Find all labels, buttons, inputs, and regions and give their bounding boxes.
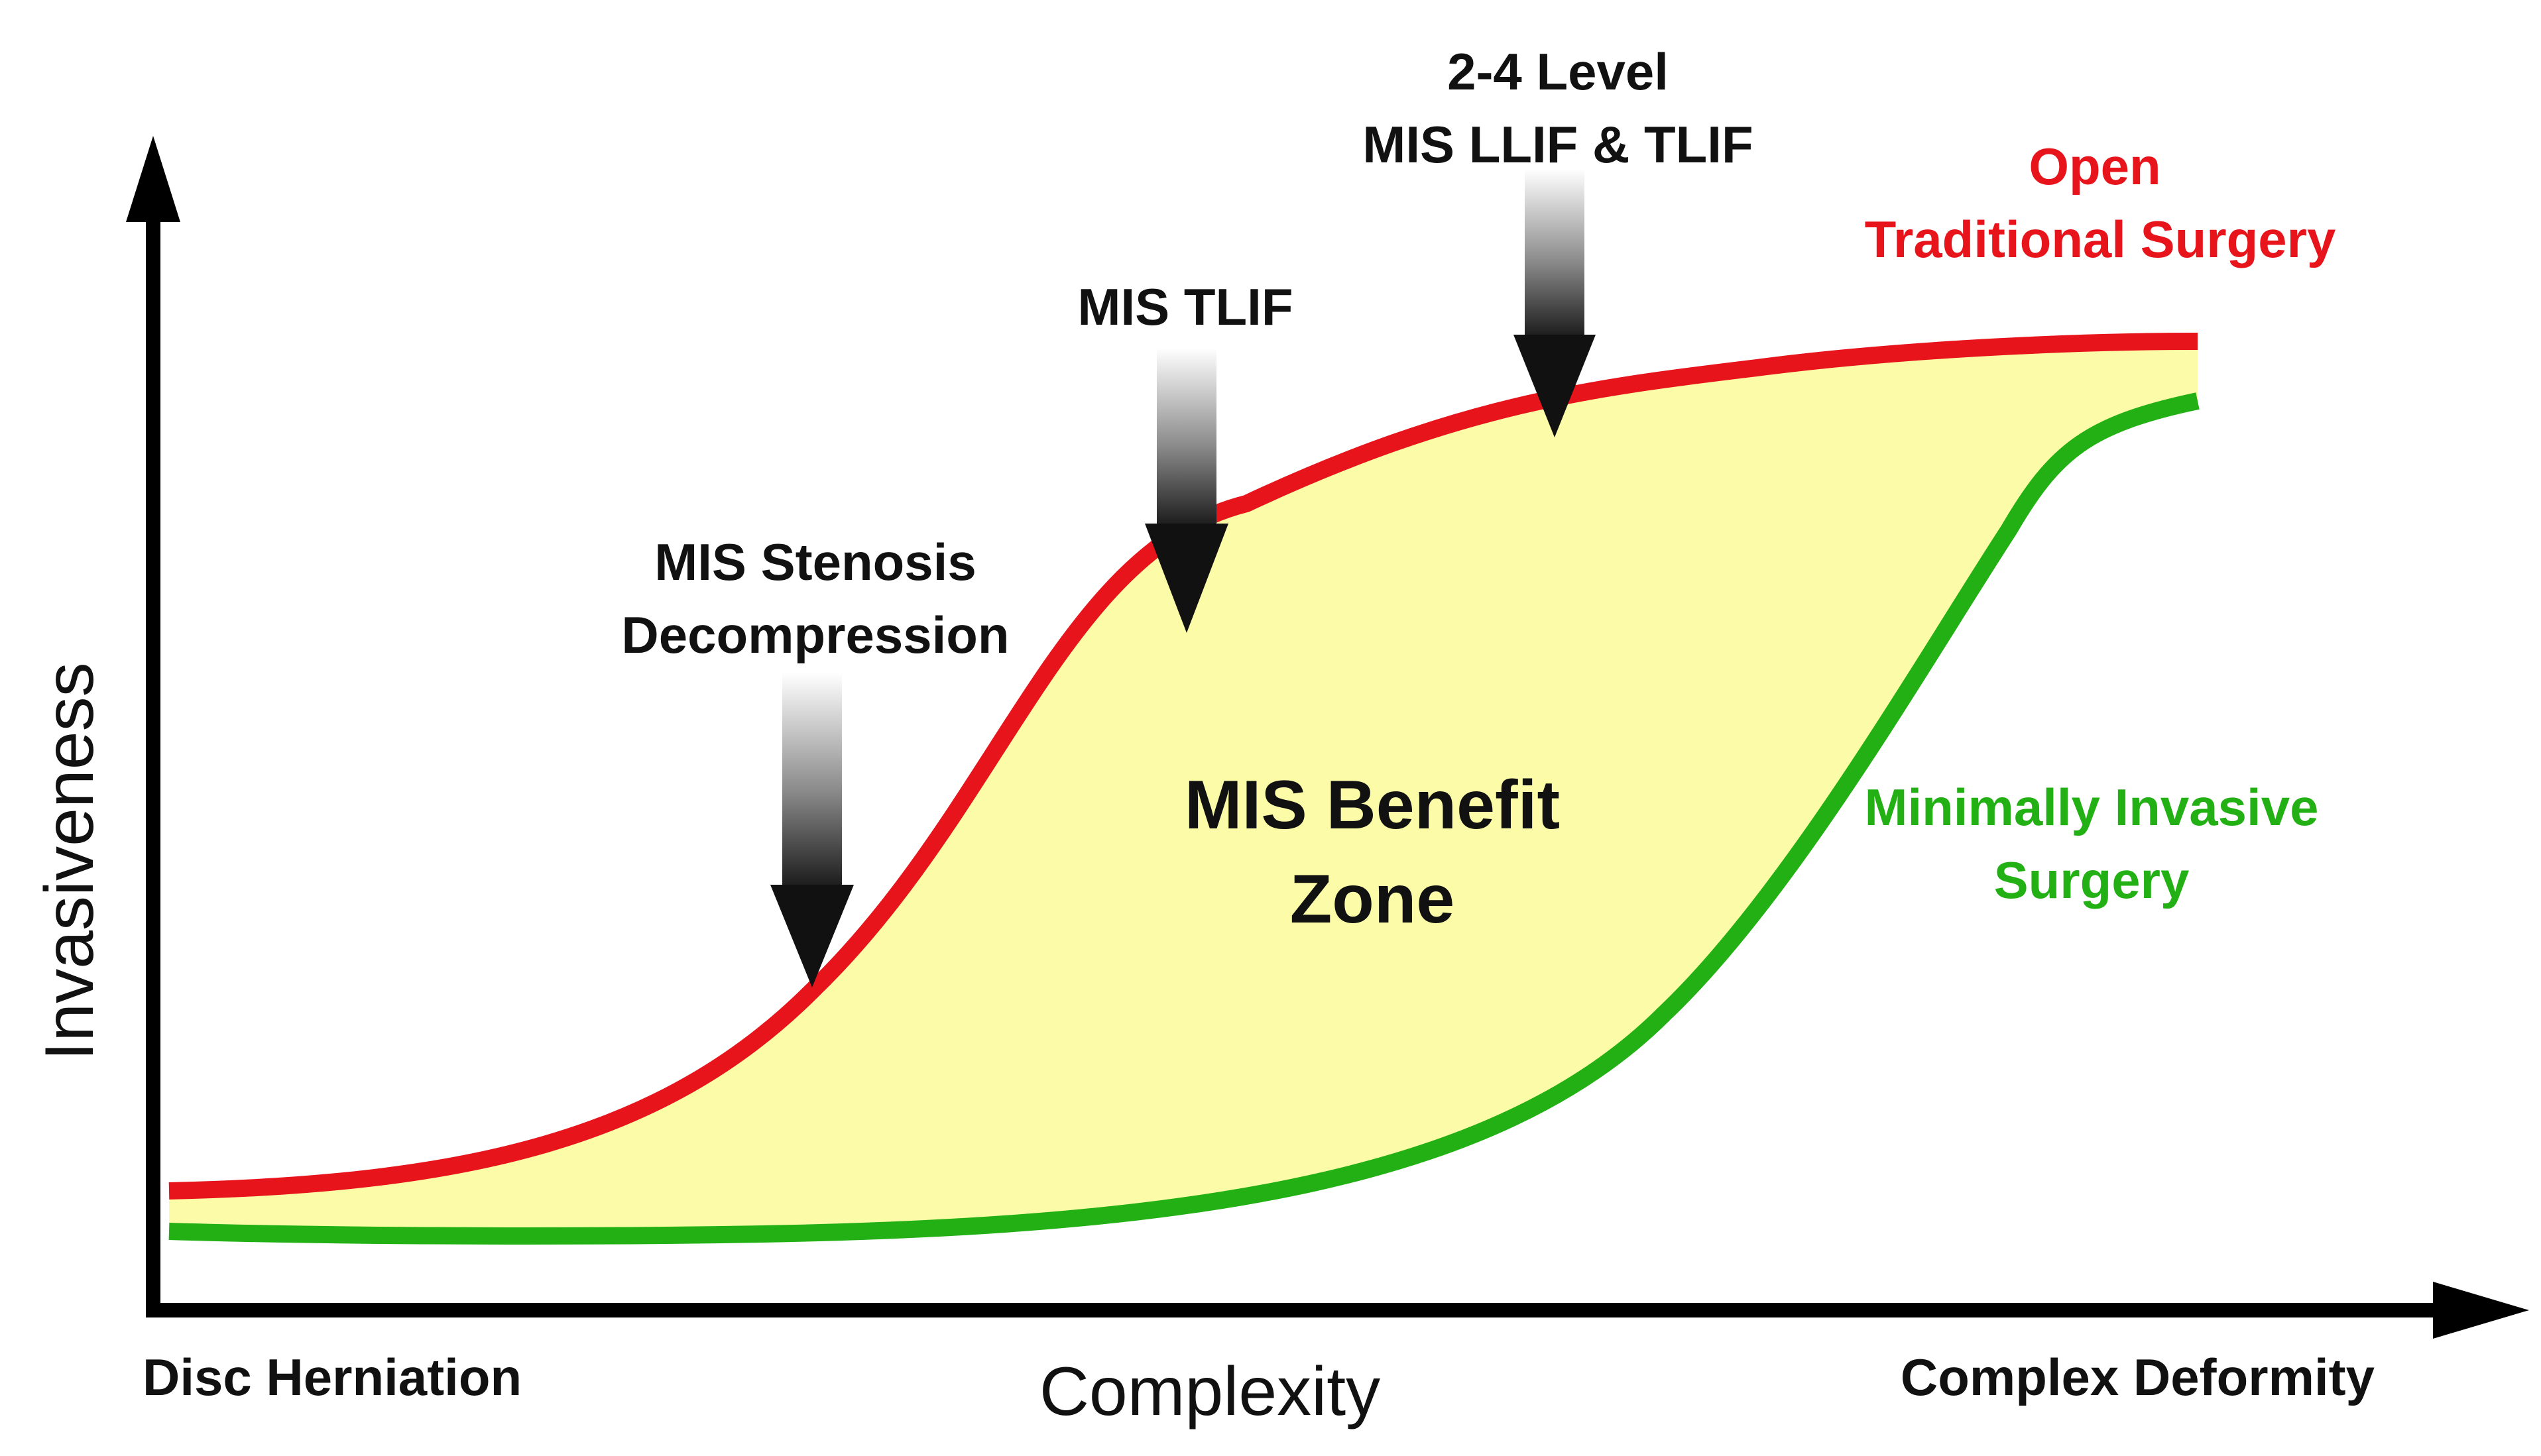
mis-label-line2: Surgery — [1994, 851, 2190, 909]
tlif-label: MIS TLIF — [1078, 278, 1293, 336]
mis-label-line1: Minimally Invasive — [1865, 778, 2319, 836]
stenosis-arrow — [770, 673, 854, 987]
tlif-arrow — [1145, 348, 1228, 633]
x-axis-label: Complexity — [1039, 1353, 1380, 1430]
open-surgery-label-line2: Traditional Surgery — [1865, 210, 2336, 268]
llif-tlif-label-line2: MIS LLIF & TLIF — [1362, 115, 1753, 174]
stenosis-label-line1: MIS Stenosis — [654, 533, 976, 591]
y-axis-line — [146, 212, 160, 1317]
open-surgery-label-line1: Open — [2029, 137, 2160, 196]
y-axis-arrowhead — [126, 136, 180, 222]
stenosis-label-line2: Decompression — [621, 606, 1009, 664]
x-axis-arrowhead — [2433, 1282, 2529, 1339]
x-axis-end-label: Complex Deformity — [1901, 1348, 2375, 1406]
llif-tlif-arrow — [1513, 169, 1596, 437]
axes — [126, 136, 2529, 1339]
llif-tlif-label-line1: 2-4 Level — [1447, 42, 1669, 101]
x-axis-line — [146, 1303, 2453, 1317]
y-axis-label: Invasiveness — [31, 662, 108, 1060]
benefit-zone-label-line1: MIS Benefit — [1185, 767, 1560, 844]
mis-curve — [168, 392, 2200, 1245]
benefit-zone-label-line2: Zone — [1290, 861, 1454, 938]
x-axis-start-label: Disc Herniation — [143, 1348, 522, 1406]
mis-benefit-zone-area — [169, 341, 2198, 1236]
